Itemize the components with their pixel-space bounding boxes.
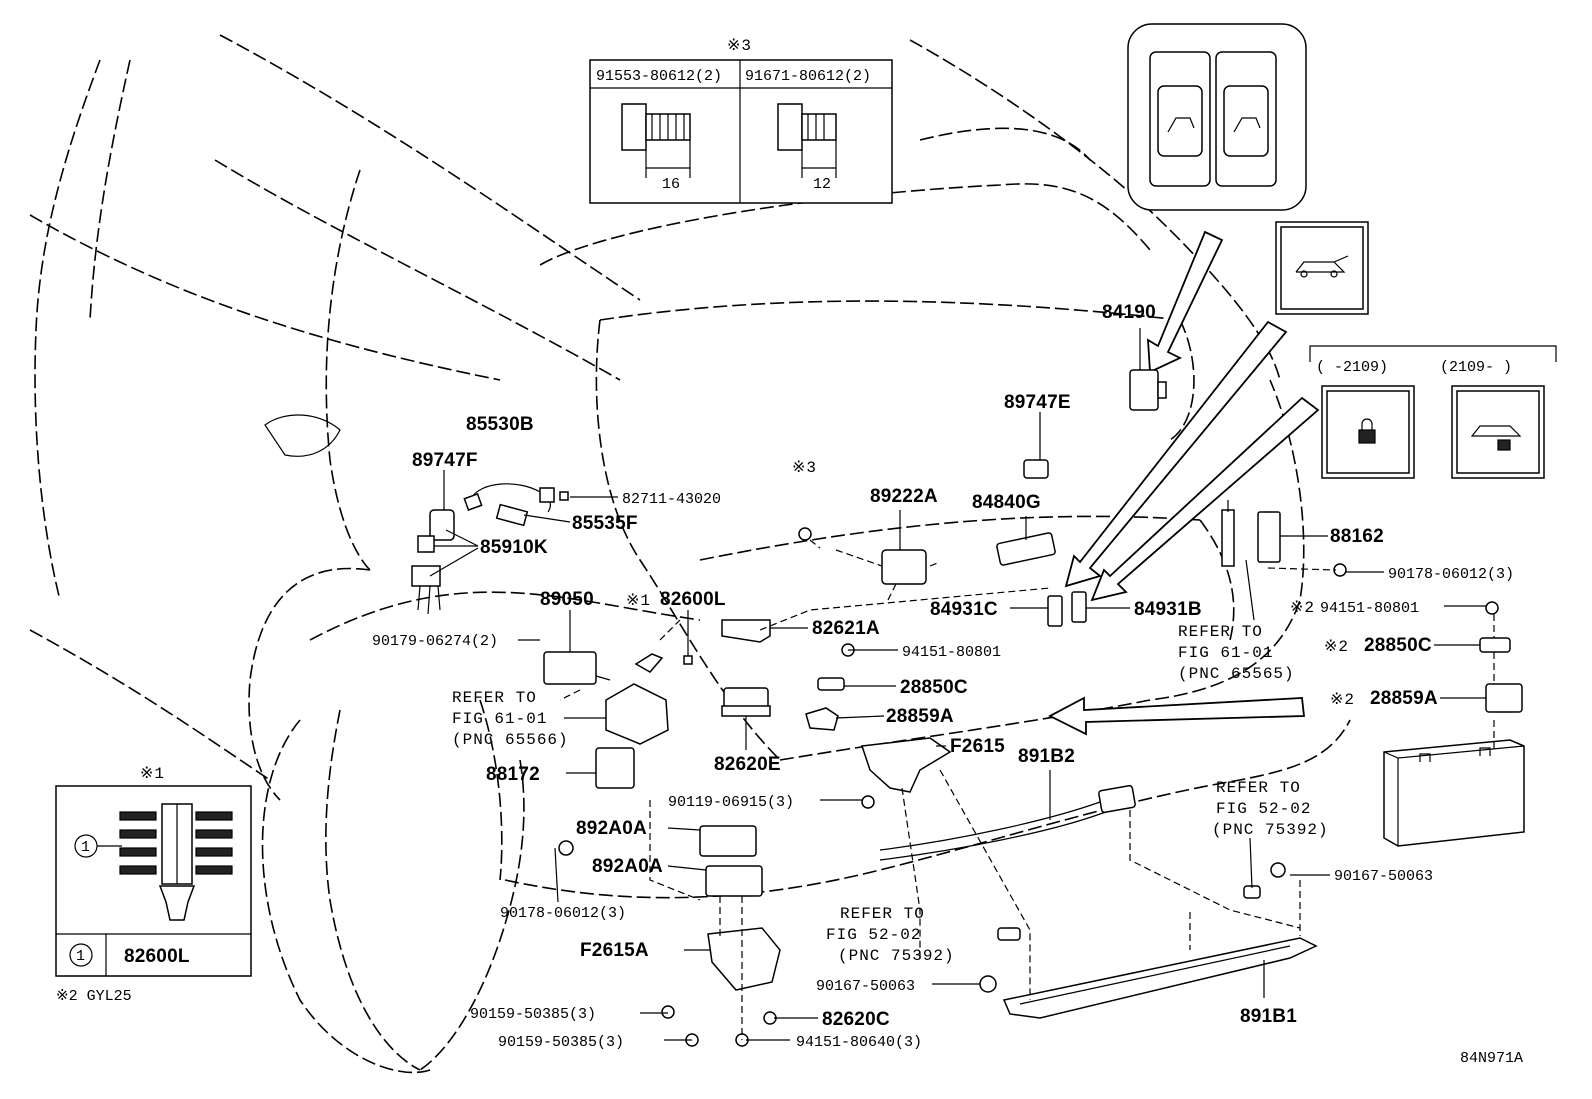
refer-note-2-line-3: (PNC 65565)	[1178, 665, 1295, 683]
refer-note-3-line-3: (PNC 75392)	[1212, 821, 1329, 839]
label-90159-50385-b: 90159-50385(3)	[498, 1034, 624, 1051]
label-sym2-b: ※2	[1324, 638, 1349, 656]
label-85530B: 85530B	[466, 414, 534, 435]
label-90178-06012-a: 90178-06012(3)	[500, 905, 626, 922]
fastener-part-1: 91553-80612(2)	[596, 68, 722, 85]
fastener-dim-2: 12	[813, 176, 831, 193]
clip-legend-callout: 1	[76, 948, 85, 965]
label-84190: 84190	[1102, 302, 1156, 323]
label-85910K: 85910K	[480, 537, 548, 558]
label-94151-80640: 94151-80640(3)	[796, 1034, 922, 1051]
refer-note-3-line-2: FIG 52-02	[1216, 800, 1311, 818]
label-892A0A-2: 892A0A	[592, 856, 663, 877]
label-90119-06915: 90119-06915(3)	[668, 794, 794, 811]
label-85535F: 85535F	[572, 513, 638, 534]
refer-note-4-line-2: FIG 52-02	[826, 926, 921, 944]
refer-note-1-line-3: (PNC 65566)	[452, 731, 569, 749]
label-90178-06012-b: 90178-06012(3)	[1388, 566, 1514, 583]
refer-note-2-line-2: FIG 61-01	[1178, 644, 1273, 662]
vehicle-body-outline	[29, 34, 1351, 1071]
label-84840G: 84840G	[972, 492, 1041, 513]
liftgate-lock-icon	[1451, 385, 1545, 479]
rear-tire-outline	[261, 719, 431, 1074]
liftgate-open-icon	[1275, 221, 1369, 315]
label-28850C-a: 28850C	[900, 677, 968, 698]
label-892A0A-1: 892A0A	[576, 818, 647, 839]
label-sym2-a: ※2	[1290, 599, 1315, 617]
fastener-part-2: 91671-80612(2)	[745, 68, 871, 85]
label-84931C: 84931C	[930, 599, 998, 620]
clip-legend-ref-mark: ※1	[140, 765, 165, 783]
refer-note-3-line-1: REFER TO	[1216, 779, 1301, 797]
label-89222A: 89222A	[870, 486, 938, 507]
power-door-switch-icon	[1167, 117, 1261, 133]
power-door-switch-inset	[1127, 23, 1307, 211]
label-89050: 89050	[540, 589, 594, 610]
label-sym2-c: ※2	[1330, 691, 1355, 709]
variant-label-right: (2109- )	[1440, 359, 1512, 376]
fastener-dim-1: 16	[662, 176, 680, 193]
clip-legend-part: 82600L	[124, 946, 190, 967]
label-94151-80801-b: 94151-80801	[1320, 600, 1419, 617]
label-89747F: 89747F	[412, 450, 478, 471]
label-28859A-a: 28859A	[886, 706, 954, 727]
part-labels: 85530B 89747F 82711-43020 85535F 85910K …	[372, 302, 1514, 1051]
label-90159-50385-a: 90159-50385(3)	[470, 1006, 596, 1023]
label-94151-80801-a: 94151-80801	[902, 644, 1001, 661]
label-89747E: 89747E	[1004, 392, 1071, 413]
label-F2615A: F2615A	[580, 940, 649, 961]
label-82620E: 82620E	[714, 754, 781, 775]
label-88162: 88162	[1330, 526, 1384, 547]
label-28850C-b: 28850C	[1364, 635, 1432, 656]
refer-note-1-line-1: REFER TO	[452, 689, 537, 707]
label-90167-50063-b: 90167-50063	[1334, 868, 1433, 885]
variant-bracket: ( -2109) (2109- )	[1309, 345, 1557, 376]
refer-note-1-line-2: FIG 61-01	[452, 710, 547, 728]
label-28859A-b: 28859A	[1370, 688, 1438, 709]
clip-icon	[119, 803, 233, 921]
lock-icon	[1321, 385, 1415, 479]
label-891B1: 891B1	[1240, 1006, 1297, 1027]
fastener-table-ref-mark: ※3	[727, 37, 752, 55]
flange-bolt-icon-1	[621, 103, 691, 178]
refer-note-4-line-3: (PNC 75392)	[838, 947, 955, 965]
clip-callout: 1	[81, 839, 90, 856]
refer-note-4-line-1: REFER TO	[840, 905, 925, 923]
clip-legend: ※1 1 1 82600L	[55, 765, 252, 977]
sym2-note: ※2 GYL25	[56, 988, 132, 1005]
label-90179-06274: 90179-06274(2)	[372, 633, 498, 650]
refer-notes: REFER TO FIG 61-01 (PNC 65566) REFER TO …	[452, 623, 1329, 965]
label-F2615: F2615	[950, 736, 1005, 757]
direction-arrows	[1048, 230, 1320, 736]
flange-bolt-icon-2	[777, 103, 837, 178]
label-82600L-ref: ※1	[626, 592, 651, 610]
variant-label-left: ( -2109)	[1316, 359, 1388, 376]
label-88172: 88172	[486, 764, 540, 785]
label-sym3-bolt: ※3	[792, 459, 817, 477]
label-82621A: 82621A	[812, 618, 880, 639]
refer-note-2-line-1: REFER TO	[1178, 623, 1263, 641]
label-90167-50063-a: 90167-50063	[816, 978, 915, 995]
battery-icon	[1383, 739, 1525, 847]
label-84931B: 84931B	[1134, 599, 1202, 620]
figure-code: 84N971A	[1460, 1050, 1523, 1067]
fastener-table: ※3 91553-80612(2) 91671-80612(2) 16	[589, 37, 893, 204]
label-891B2: 891B2	[1018, 746, 1075, 767]
leader-lines	[429, 328, 1495, 1041]
label-82620C: 82620C	[822, 1009, 890, 1030]
label-82600L: 82600L	[660, 589, 726, 610]
label-82711-43020: 82711-43020	[622, 491, 721, 508]
